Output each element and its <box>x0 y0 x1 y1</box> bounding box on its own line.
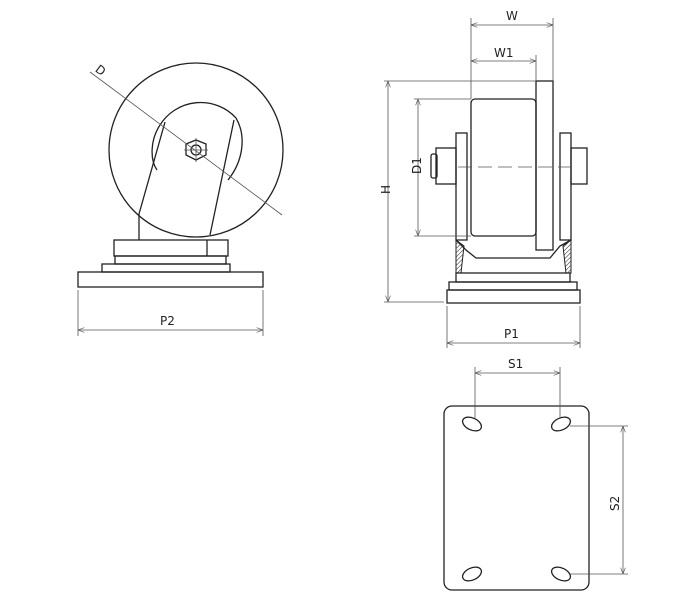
front-view: W W1 H D1 P1 <box>379 9 588 348</box>
mounting-plate <box>443 405 590 591</box>
label-p1: P1 <box>504 327 519 341</box>
label-w: W <box>506 9 518 23</box>
top-plate <box>113 239 229 257</box>
label-p2: P2 <box>160 314 175 328</box>
label-s2: S2 <box>608 496 622 511</box>
fork-bottom <box>455 239 572 259</box>
wheel-tread <box>470 98 537 237</box>
d-dimension-line <box>89 71 283 216</box>
right-nut <box>570 147 588 185</box>
bolt-slot <box>461 566 483 582</box>
front-base-plate <box>446 289 581 304</box>
side-view: D P2 <box>77 62 284 336</box>
top-view-plate: S1 S2 <box>443 357 628 591</box>
hub-right <box>227 117 243 181</box>
label-d1: D1 <box>410 157 424 174</box>
label-d: D <box>93 62 109 79</box>
left-bracket <box>455 132 468 241</box>
wheel-outline <box>108 62 284 238</box>
label-h: H <box>379 185 393 194</box>
hub-arc <box>159 101 237 126</box>
base-plate <box>77 271 264 288</box>
bolt-slot <box>461 416 483 432</box>
left-nut <box>435 147 457 185</box>
label-s1: S1 <box>508 357 523 371</box>
hatched-section-left <box>455 239 465 274</box>
hatched-section-right <box>562 239 572 274</box>
right-bracket <box>559 132 572 241</box>
hub-left <box>151 124 161 171</box>
bolt-slot <box>550 566 572 582</box>
label-w1: W1 <box>494 46 514 60</box>
bolt-slot <box>550 416 572 432</box>
wheel-flange <box>535 80 554 251</box>
fork <box>138 119 235 240</box>
